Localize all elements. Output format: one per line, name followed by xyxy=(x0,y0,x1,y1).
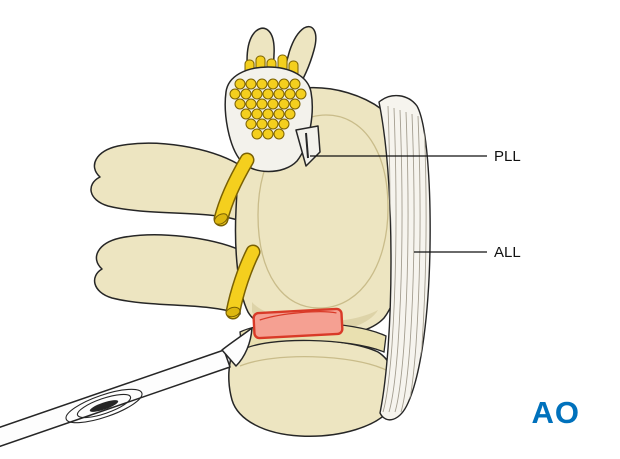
lower-vertebral-body xyxy=(228,339,397,437)
nerve-root-lower-fill xyxy=(227,246,259,318)
scalpel xyxy=(0,327,253,448)
nerve-root-upper xyxy=(213,152,255,227)
transverse-process-lower xyxy=(93,234,241,315)
all-band xyxy=(378,95,431,421)
pll-slot-line xyxy=(305,132,309,159)
scalpel-blade xyxy=(221,327,253,367)
incision-edge-line xyxy=(259,311,337,321)
nerve-fascicles xyxy=(229,78,307,140)
grip-ring-middle xyxy=(76,393,132,419)
all-label: ALL xyxy=(494,244,521,261)
transverse-process-upper xyxy=(90,142,239,221)
nerve-root-lower-cap xyxy=(225,306,241,318)
grip-ring-outer xyxy=(65,388,143,424)
annotations: PLL ALL xyxy=(310,148,521,261)
scalpel-grip xyxy=(65,388,143,424)
ao-logo: AO xyxy=(531,395,580,430)
lower-body-rim-line xyxy=(239,355,387,371)
pll-label: PLL xyxy=(494,148,521,165)
nerve-root-upper-cap xyxy=(214,213,228,225)
nerve-root-lower xyxy=(225,244,261,320)
disc-incision xyxy=(252,307,344,340)
scalpel-handle xyxy=(0,349,231,448)
grip-ring-core xyxy=(89,400,119,412)
